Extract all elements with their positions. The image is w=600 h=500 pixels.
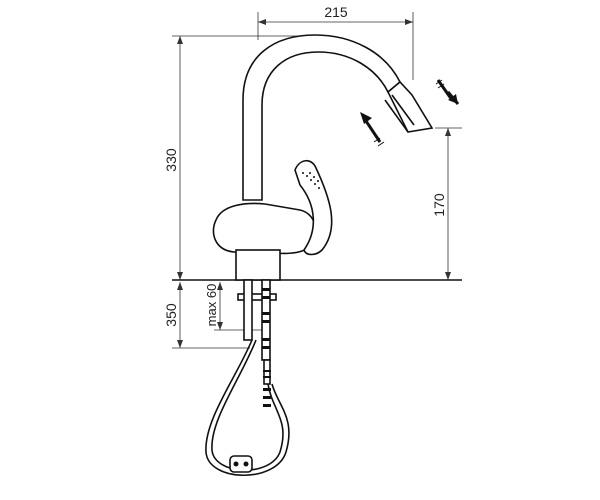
hose-thread bbox=[262, 288, 270, 349]
dimension-label-215: 215 bbox=[324, 4, 348, 20]
dimension-width-215: 215 bbox=[257, 4, 414, 80]
water-out-arrow-icon bbox=[435, 79, 460, 105]
lever-handle bbox=[294, 159, 333, 256]
dimension-label-350: 350 bbox=[163, 303, 179, 327]
dimension-max-60: max 60 bbox=[204, 282, 262, 331]
dimension-label-330: 330 bbox=[163, 148, 179, 172]
dimension-label-max-60: max 60 bbox=[204, 284, 219, 327]
mounting-plate bbox=[237, 293, 277, 301]
faucet bbox=[212, 34, 434, 281]
dimension-depth-350: 350 bbox=[163, 282, 250, 349]
dimension-height-170: 170 bbox=[431, 127, 462, 280]
lever-grip-dots bbox=[302, 172, 320, 189]
spray-head bbox=[387, 80, 434, 133]
dimension-height-330: 330 bbox=[163, 35, 320, 280]
faucet-spout bbox=[242, 34, 401, 201]
under-sink-assembly bbox=[205, 279, 290, 477]
faucet-base bbox=[212, 202, 317, 255]
dimension-label-170: 170 bbox=[431, 193, 447, 217]
faucet-stem bbox=[235, 249, 281, 281]
water-in-arrow-icon bbox=[360, 112, 385, 147]
hose-weight bbox=[229, 455, 253, 473]
pullout-hose bbox=[211, 339, 284, 471]
